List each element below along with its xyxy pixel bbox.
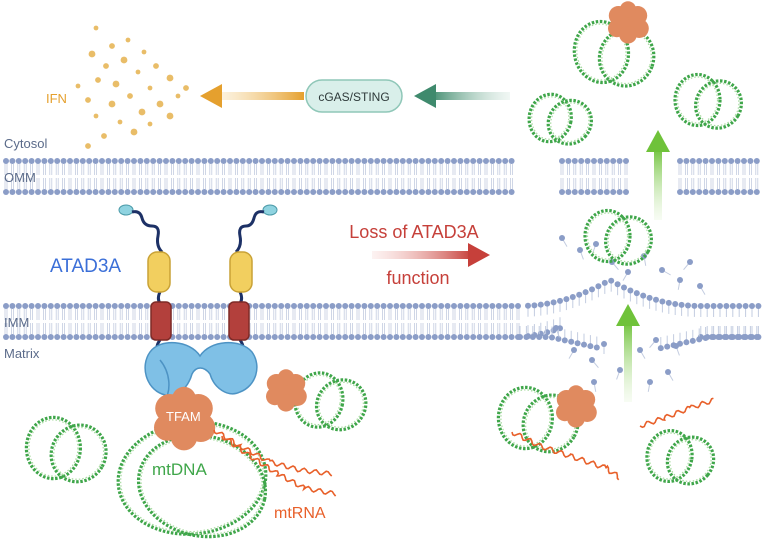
matrix-label: Matrix <box>4 346 40 361</box>
atad3a-label: ATAD3A <box>50 256 121 277</box>
scattered-lipids <box>553 235 706 392</box>
cytosol-label: Cytosol <box>4 136 47 151</box>
arrow-to-ifn <box>200 84 304 108</box>
loss-of-function-line1: Loss of ATAD3A <box>349 222 478 242</box>
imm-label: IMM <box>4 315 29 330</box>
outer-mitochondrial-membrane-left <box>3 158 515 195</box>
outer-mitochondrial-membrane-right <box>677 158 760 195</box>
mtrna-label: mtRNA <box>274 505 326 522</box>
inner-mitochondrial-membrane-right-upper <box>525 277 762 340</box>
omm-label: OMM <box>4 170 36 185</box>
cgas-sting-complex: cGAS/STING <box>305 79 403 113</box>
inner-mitochondrial-membrane-right-lower <box>517 326 760 352</box>
mtrna-strands <box>213 397 714 497</box>
release-arrow-lower <box>616 304 640 402</box>
ifn-label: IFN <box>46 91 67 106</box>
release-arrow-upper <box>646 130 670 220</box>
tfam-proteins <box>154 1 649 451</box>
loss-of-function-arrow <box>372 243 490 267</box>
arrow-to-cgas-sting <box>414 84 510 108</box>
inner-mitochondrial-membrane-left <box>3 303 521 340</box>
tfam-label: TFAM <box>166 409 201 424</box>
atad3a-protein-right <box>228 204 278 356</box>
loss-of-function-line2: function <box>386 268 449 288</box>
ifn-particles <box>75 25 189 149</box>
cgas-sting-label: cGAS/STING <box>318 90 389 104</box>
outer-mitochondrial-membrane-middle <box>559 158 629 195</box>
mtdna-label: mtDNA <box>152 460 207 479</box>
